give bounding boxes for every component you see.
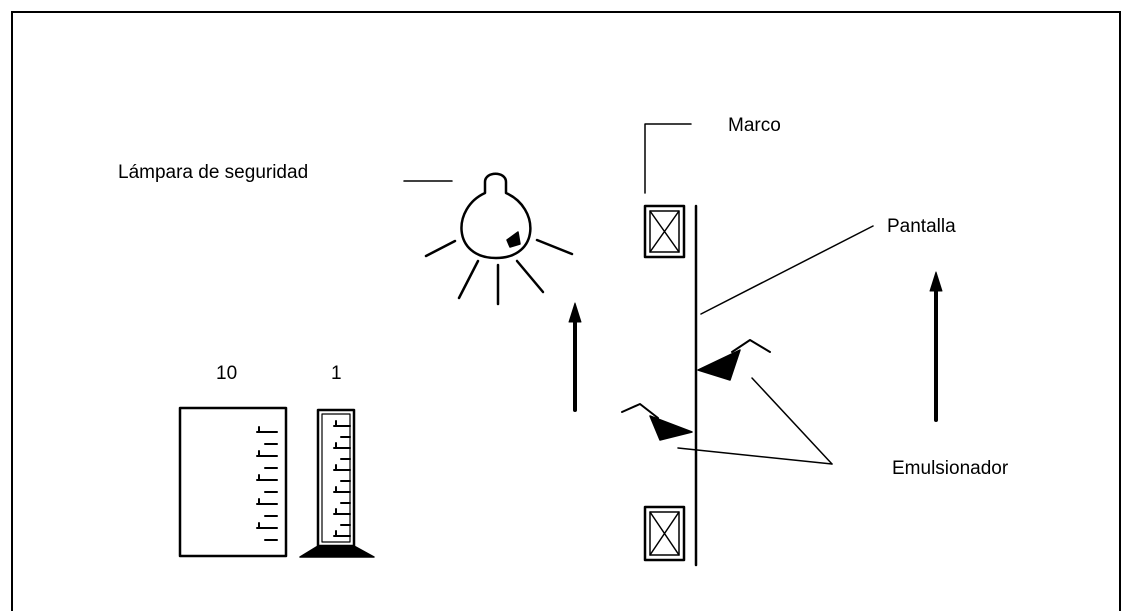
label-lampara: Lámpara de seguridad — [118, 162, 309, 183]
label-pantalla: Pantalla — [887, 216, 956, 237]
frame-bottom-box — [643, 505, 686, 562]
frame-top-box — [643, 204, 686, 259]
arrow-up-right — [929, 271, 943, 422]
emulsionador-leader-2 — [677, 447, 833, 465]
beaker-10-icon — [178, 406, 288, 558]
emulsifier-left-icon — [621, 403, 693, 441]
label-1: 1 — [331, 363, 342, 384]
label-10: 10 — [216, 363, 238, 384]
diagram-frame — [11, 11, 1121, 611]
safety-lamp-icon — [424, 172, 574, 306]
label-marco: Marco — [728, 115, 781, 136]
emulsionador-leader-1 — [751, 377, 833, 465]
pantalla-leader-line — [700, 225, 874, 315]
arrow-up-left — [568, 302, 582, 412]
cylinder-1-icon — [299, 408, 375, 558]
marco-leader-line — [644, 123, 692, 194]
label-emulsionador: Emulsionador — [892, 458, 1009, 479]
emulsifier-right-icon — [697, 339, 771, 381]
